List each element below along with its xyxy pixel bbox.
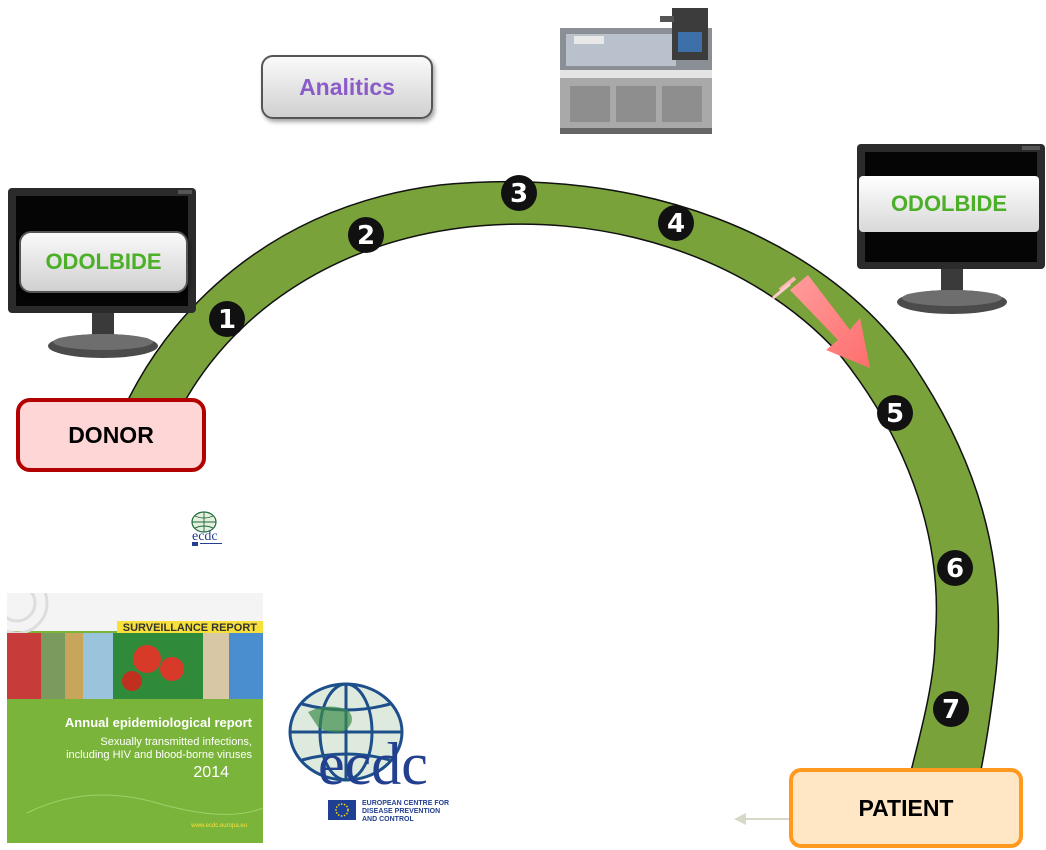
- step-marker-3-number: 3: [510, 179, 528, 209]
- report-subtitle-line2: including HIV and blood-borne viruses: [66, 749, 252, 761]
- left-odolbide-label: ODOLBIDE: [19, 231, 188, 293]
- patient-box: PATIENT: [789, 768, 1023, 848]
- step-marker-6: 6: [937, 550, 973, 586]
- report-year: 2014: [193, 764, 229, 781]
- step-marker-7: 7: [933, 691, 969, 727]
- step-marker-5-number: 5: [886, 399, 904, 429]
- step-marker-4-number: 4: [667, 209, 685, 239]
- report-subtitle-line1: Sexually transmitted infections,: [100, 736, 252, 748]
- step-marker-2-number: 2: [357, 221, 375, 251]
- faint-arrow-icon: [734, 813, 792, 825]
- step-marker-3: 3: [501, 175, 537, 211]
- ecdc-line1: EUROPEAN CENTRE FOR: [362, 800, 449, 807]
- ecdc-line3: AND CONTROL: [362, 816, 414, 823]
- step-marker-1-number: 1: [218, 305, 236, 335]
- ecdc-wordmark: ecdc: [318, 731, 428, 797]
- surveillance-report-cover: SURVEILLANCE REPORT Annual epidemiologic…: [7, 593, 263, 843]
- analitics-box: Analitics: [261, 55, 433, 119]
- right-odolbide-label: ODOLBIDE: [859, 176, 1039, 232]
- step-marker-2: 2: [348, 217, 384, 253]
- report-title: Annual epidemiological report: [65, 715, 253, 730]
- donor-box: DONOR: [16, 398, 206, 472]
- svg-text:ecdc: ecdc: [192, 529, 218, 544]
- report-banner: SURVEILLANCE REPORT: [123, 622, 258, 634]
- small-ecdc-logo-icon: ecdc: [191, 511, 222, 546]
- ecdc-logo-icon: ecdc EUROPEAN CENTRE FOR DISEASE PREVENT…: [288, 682, 449, 823]
- lab-analyzer-icon: [560, 8, 712, 134]
- step-marker-6-number: 6: [946, 554, 964, 584]
- ecdc-line2: DISEASE PREVENTION: [362, 808, 440, 815]
- report-url: www.ecdc.europa.eu: [190, 823, 247, 829]
- step-marker-1: 1: [209, 301, 245, 337]
- step-marker-4: 4: [658, 205, 694, 241]
- flow-arrow-icon: [772, 275, 870, 368]
- step-marker-7-number: 7: [942, 695, 960, 725]
- step-marker-5: 5: [877, 395, 913, 431]
